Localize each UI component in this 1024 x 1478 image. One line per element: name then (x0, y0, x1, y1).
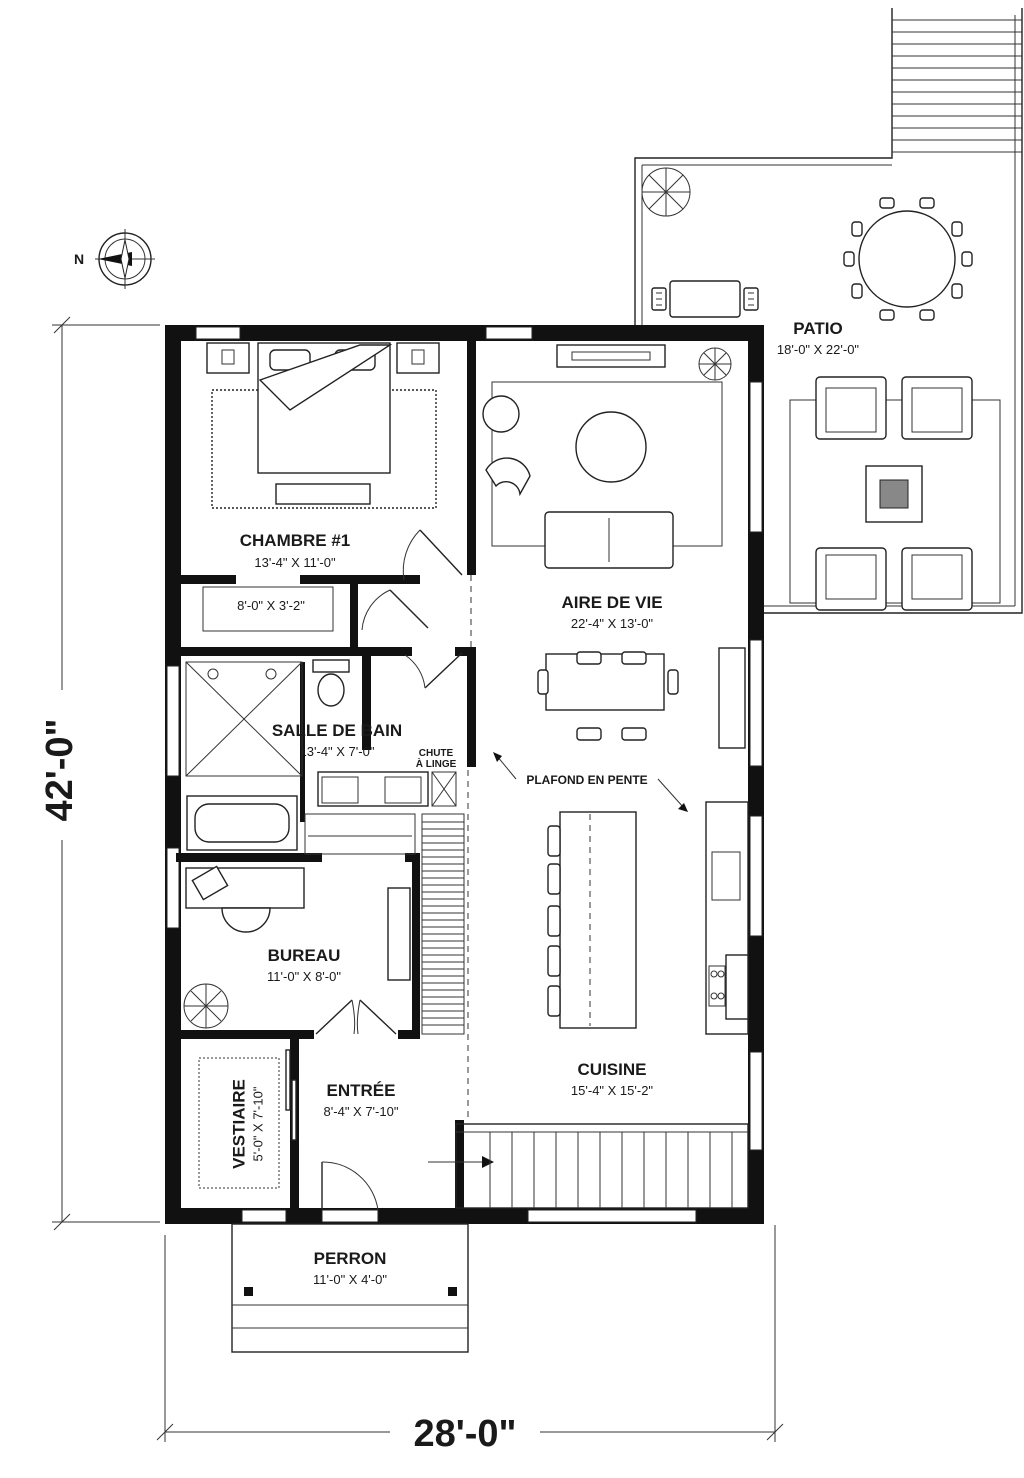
bed-icon (206, 342, 440, 509)
living-plant-icon (698, 347, 732, 381)
bureau-label: BUREAU (268, 946, 341, 965)
sloped-ceiling-arrows (493, 752, 688, 812)
width-dimension-label: 28'-0" (413, 1413, 516, 1455)
vestiaire-shelf (198, 1057, 280, 1189)
vanity-icon (317, 771, 429, 807)
depth-dimension-label: 42'-0" (39, 718, 81, 821)
perron-label: PERRON (314, 1249, 387, 1268)
patio-plant-icon (641, 167, 691, 217)
perron-porch (231, 1223, 469, 1353)
patio-deck (634, 8, 1023, 614)
closet-dims: 8'-0" X 3'-2" (237, 598, 305, 613)
entry-door[interactable] (321, 1161, 379, 1211)
dimension-depth: 42'-0" (22, 316, 160, 1231)
kitchen-counter-icon (705, 801, 749, 1035)
patio-dims: 18'-0" X 22'-0" (777, 342, 860, 357)
bureau-shelf (387, 887, 411, 981)
patio-stairs (892, 19, 1022, 153)
salle-de-bain-label: SALLE DE BAIN (272, 721, 402, 740)
entree-label: ENTRÉE (327, 1081, 396, 1100)
salle-de-bain-dims: 13'-4" X 7'-0" (300, 744, 375, 759)
linen-chute-label-2: À LINGE (416, 757, 457, 770)
patio-bench (651, 280, 759, 318)
vestiaire-dims: 5'-0" X 7'-10" (250, 1086, 265, 1161)
main-stair (455, 1123, 749, 1209)
bathtub-icon (186, 795, 298, 851)
interior-stair (421, 813, 465, 1035)
hall-closet (304, 813, 416, 855)
sloped-ceiling-label: PLAFOND EN PENTE (526, 773, 647, 787)
bathroom-door[interactable] (404, 652, 463, 689)
shower-icon (185, 661, 303, 777)
vestiaire-sliding-door[interactable] (285, 1049, 297, 1141)
vestiaire-label: VESTIAIRE (229, 1079, 248, 1169)
linen-chute-icon (431, 771, 457, 807)
perron-dims: 11'-0" X 4'-0" (313, 1272, 387, 1287)
north-arrow-icon: N (74, 229, 155, 289)
patio-label: PATIO (793, 319, 842, 338)
entree-dims: 8'-4" X 7'-10" (324, 1104, 399, 1119)
exterior-walls (165, 325, 764, 1224)
dimension-width: 28'-0" (156, 1225, 784, 1458)
chambre1-dims: 13'-4" X 11'-0" (254, 555, 336, 570)
chambre1-label: CHAMBRE #1 (240, 531, 351, 550)
bureau-dims: 11'-0" X 8'-0" (267, 969, 341, 984)
bureau-plant-icon (183, 983, 229, 1029)
bureau-double-door[interactable] (315, 999, 397, 1035)
stair-direction-arrow (428, 1156, 494, 1168)
cuisine-label: CUISINE (578, 1060, 647, 1079)
closet-shelf (202, 586, 334, 632)
bedroom-door[interactable] (402, 529, 463, 581)
patio-dining-table (843, 197, 973, 321)
aire-de-vie-dims: 22'-4" X 13'-0" (571, 616, 654, 631)
closet-door[interactable] (361, 589, 429, 631)
aire-de-vie-label: AIRE DE VIE (561, 593, 662, 612)
desk-icon (185, 865, 305, 933)
cuisine-dims: 15'-4" X 15'-2" (571, 1083, 654, 1098)
toilet-icon (312, 659, 350, 707)
patio-lounge-area (789, 376, 1001, 611)
linen-chute-label-1: CHUTE (419, 748, 454, 759)
kitchen-island-icon (547, 811, 637, 1029)
compass-north-label: N (74, 251, 84, 267)
living-area-furniture (482, 344, 746, 749)
